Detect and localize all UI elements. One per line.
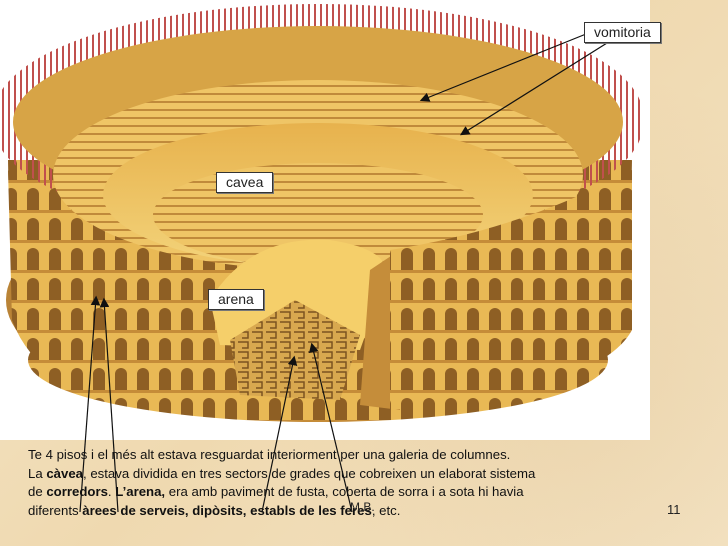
term-corredors: corredors xyxy=(46,484,108,499)
colosseum-illustration xyxy=(0,0,650,440)
label-cavea: cavea xyxy=(216,172,274,193)
term-cavea: càvea xyxy=(46,465,84,481)
caption-line-3: de corredors. L’arena, era amb paviment … xyxy=(28,484,524,499)
caption-line-2: La càvea, estava dividida en tres sector… xyxy=(28,465,536,481)
author-mark: M.B. xyxy=(350,500,375,514)
colosseum-drawing xyxy=(0,4,644,422)
caption-text: Te 4 pisos i el més alt estava resguarda… xyxy=(28,446,668,520)
label-arena: arena xyxy=(208,289,264,310)
caption-line-1: Te 4 pisos i el més alt estava resguarda… xyxy=(28,447,511,462)
label-vomitoria: vomitoria xyxy=(584,22,661,43)
page-number: 11 xyxy=(667,502,681,517)
caption-line-4: diferents àrees de serveis, dipòsits, es… xyxy=(28,502,401,518)
term-arena: L’arena, xyxy=(115,484,166,499)
term-arees: àrees de serveis, dipòsits, establs de l… xyxy=(82,502,372,518)
